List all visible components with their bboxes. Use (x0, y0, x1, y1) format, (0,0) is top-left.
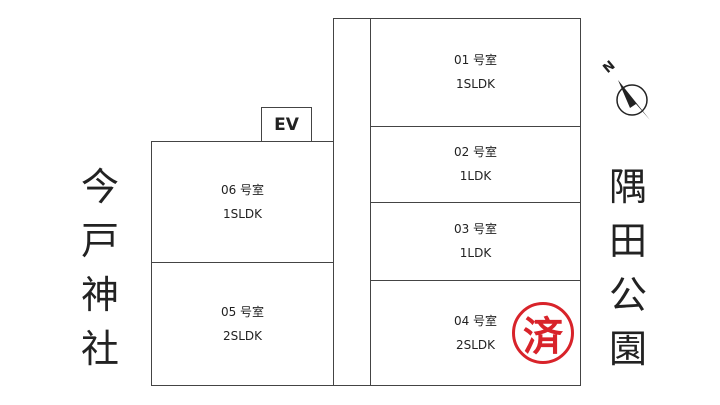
room-type: 1SLDK (222, 207, 263, 221)
room-type: 1LDK (459, 169, 492, 183)
divider (151, 262, 334, 263)
char: 今 (80, 165, 119, 209)
room-01[interactable]: 01 号室 1SLDK (370, 18, 581, 126)
char: 戸 (80, 219, 119, 263)
room-type: 1LDK (459, 246, 492, 260)
char: 隅 (608, 165, 647, 209)
stamp-text: 済 (523, 314, 563, 360)
char: 公 (608, 273, 647, 317)
room-number: 04 号室 (453, 313, 498, 328)
char: 田 (608, 219, 647, 263)
divider (370, 202, 581, 203)
ev-box: EV (261, 107, 312, 142)
char: 園 (608, 327, 647, 371)
corridor (333, 18, 371, 386)
char: 神 (80, 273, 119, 317)
room-04[interactable]: 04 号室 2SLDK (370, 280, 581, 385)
left-block-outline (151, 141, 334, 386)
divider (370, 126, 581, 127)
room-06[interactable]: 06 号室 1SLDK (151, 141, 334, 263)
room-number: 03 号室 (453, 222, 498, 236)
room-number: 01 号室 (453, 53, 498, 67)
sold-stamp: 済 (512, 302, 574, 364)
room-number: 05 号室 (220, 305, 265, 319)
room-05[interactable]: 05 号室 2SLDK (151, 263, 334, 385)
room-03[interactable]: 03 号室 1LDK (370, 202, 581, 280)
room-02[interactable]: 02 号室 1LDK (370, 126, 581, 202)
right-label: 隅田公園 (603, 160, 653, 376)
divider (370, 280, 581, 281)
room-type: 2SLDK (222, 329, 263, 343)
compass-icon: N (598, 58, 660, 128)
room-number: 02 号室 (453, 145, 498, 159)
char: 社 (80, 327, 119, 371)
ev-label: EV (274, 114, 299, 135)
left-label: 今戸神社 (75, 160, 125, 376)
room-type: 2SLDK (455, 337, 496, 352)
room-number: 06 号室 (220, 183, 265, 197)
room-type: 1SLDK (455, 77, 496, 91)
